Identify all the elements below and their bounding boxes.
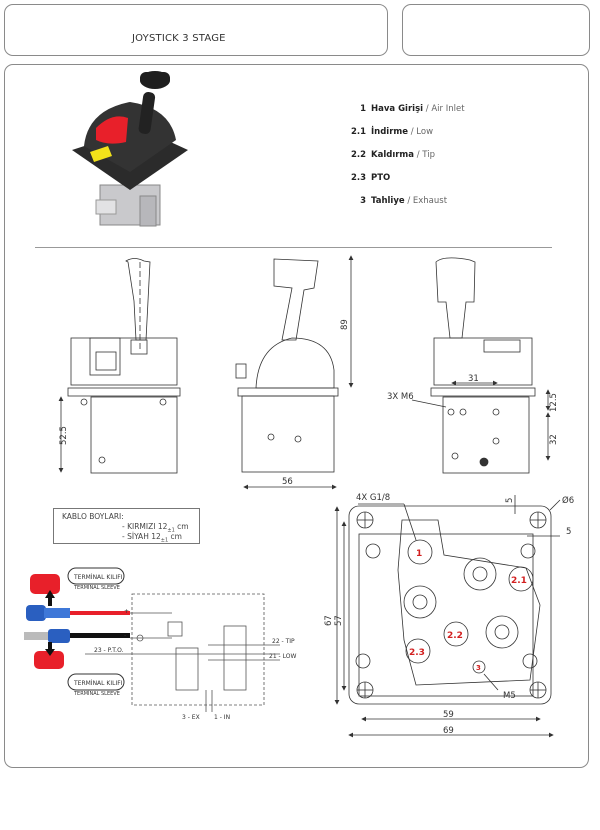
bottom-view [334,495,561,738]
low-label: 21 - LOW [269,653,296,660]
wiring-schematic: TERMİNAL KILIFI TERMİNAL SLEEVE TERMİNAL… [24,567,296,721]
document-title: JOYSTICK 3 STAGE [132,33,226,44]
legend-english: / Exhaust [407,196,448,206]
sleeve-label-bottom-en: TERMİNAL SLEEVE [73,690,120,697]
dim-rear-spacing: 31 [468,374,479,384]
legend-english: / Tip [416,150,435,160]
cable-tolerance: ±1 [160,537,169,544]
cable-unit: cm [177,522,189,531]
port-label-2-1: 2.1 [511,576,527,586]
dim-side-width: 56 [282,477,293,487]
legend-item: 2.3 PTO [340,173,390,183]
title-block: JOYSTICK 3 STAGE [4,4,388,56]
plus-label: + [124,608,129,615]
tip-label: 22 - TIP [272,638,295,645]
side-view [235,255,354,490]
dim-port-thread: 4X G1/8 [356,493,390,503]
legend-number: 2.1 [350,127,366,137]
minus-label: - [124,632,126,639]
dim-hole-diameter: Ø6 [562,495,574,506]
dim-rear-h1: 12.5 [549,393,559,412]
legend-number: 2.3 [350,173,366,183]
pto-label: 23 - P.T.O. [94,647,124,654]
legend-english: / Air Inlet [425,104,465,114]
dim-exhaust-thread: M5 [503,691,516,701]
legend-item: 1 Hava Girişi / Air Inlet [340,104,465,114]
exhaust-label: 3 - EX [182,714,200,721]
dim-edge-right: 5 [566,527,571,537]
product-render [72,71,188,227]
dim-side-height: 89 [340,319,350,330]
cable-red-label: - KIRMIZI 12 [122,522,168,531]
legend-turkish: PTO [371,173,391,183]
cable-unit: cm [170,532,182,541]
rear-view [411,257,551,474]
drawing-frame [4,64,589,768]
cable-heading: KABLO BOYLARI: [62,512,124,521]
legend-turkish: Hava Girişi [371,104,424,114]
legend-item: 3 Tahliye / Exhaust [340,196,447,206]
dim-bottom-height-inner: 57 [334,615,344,626]
legend-number: 2.2 [350,150,366,160]
dim-bottom-width-inner: 59 [443,710,454,720]
legend-turkish: Kaldırma [371,150,415,160]
sleeve-label-top: TERMİNAL KILIFI [73,574,123,581]
port-label-2-2: 2.2 [447,631,463,641]
sleeve-label-top-en: TERMİNAL SLEEVE [73,584,120,591]
inlet-label: 1 - IN [214,714,230,721]
dim-bottom-height-outer: 67 [324,615,334,626]
legend-turkish: Tahliye [371,196,405,206]
cable-red: - KIRMIZI 12±1 cm [122,522,189,534]
legend-turkish: İndirme [371,127,409,137]
front-view [58,258,181,474]
legend-english: / Low [410,127,434,137]
cable-tolerance: ±1 [167,527,175,534]
port-label-2-3: 2.3 [409,648,425,658]
section-divider [35,247,552,248]
dim-rear-thread: 3X M6 [387,392,414,402]
cable-black: - SİYAH 12±1 cm [122,532,182,544]
legend-number: 3 [360,196,366,206]
sleeve-label-bottom: TERMİNAL KILIFI [73,680,123,687]
dim-front-height: 52.5 [59,426,69,445]
dim-rear-h2: 32 [549,434,559,445]
legend-number: 1 [360,104,366,114]
legend-item: 2.1 İndirme / Low [340,127,433,137]
legend-item: 2.2 Kaldırma / Tip [340,150,435,160]
cable-length-box: KABLO BOYLARI: - KIRMIZI 12±1 cm - SİYAH… [53,508,200,544]
port-label-1: 1 [416,549,422,559]
dim-edge-top: 5 [505,498,515,503]
logo-block [402,4,590,56]
cable-black-label: - SİYAH 12 [122,532,161,541]
dim-bottom-width-outer: 69 [443,726,454,736]
port-label-3: 3 [476,664,481,672]
